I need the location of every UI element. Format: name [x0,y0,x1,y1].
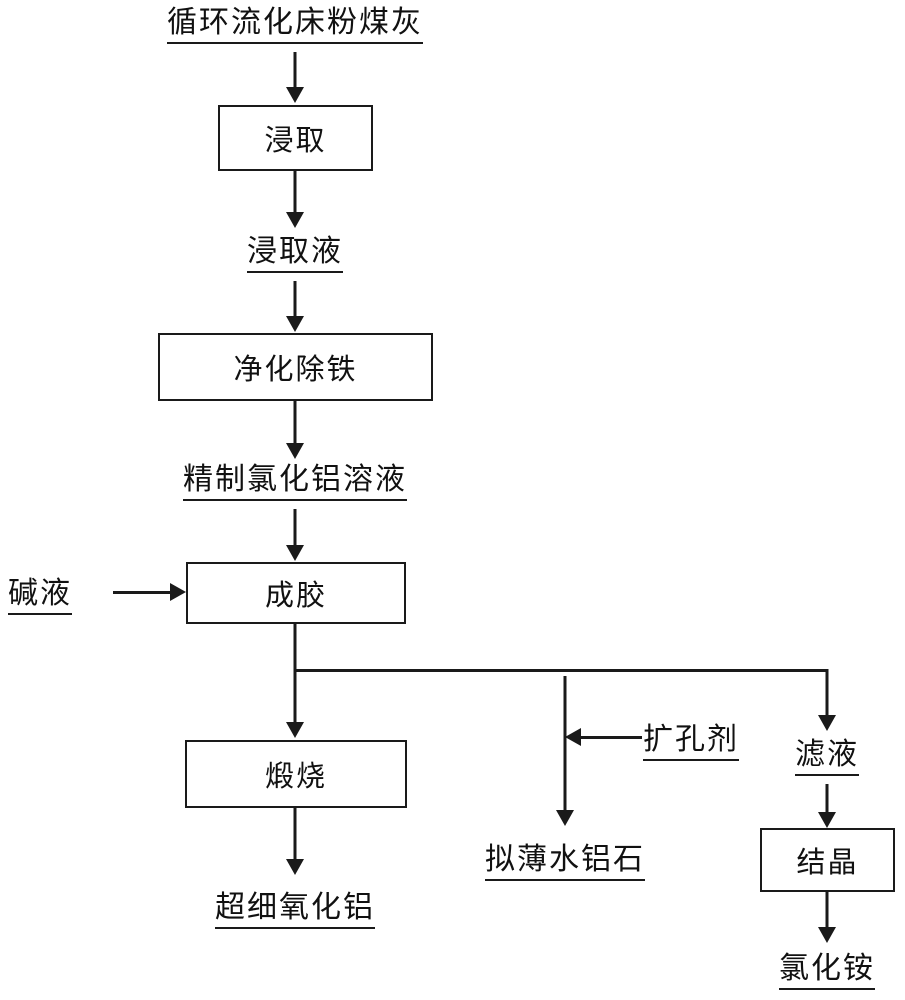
node-feedstock: 循环流化床粉煤灰 [167,5,423,44]
connector-alkali-to-gelation [113,591,173,594]
arrowhead-calcination-to-ultrafine-alumina [286,859,304,875]
arrowhead-bus-to-calcination [286,722,304,738]
connector-leaching-to-leachate [293,171,297,213]
node-refined-solution: 精制氯化铝溶液 [183,462,407,501]
connector-purification-to-refined-solution [293,401,297,445]
node-crystallization[interactable]: 结晶 [760,828,895,892]
node-purification[interactable]: 净化除铁 [158,333,433,401]
node-ultrafine-alumina: 超细氧化铝 [215,890,375,929]
connector-crystallization-to-ammonium-chloride [825,892,829,930]
connector-filtrate-to-crystallization [825,784,829,816]
node-pseudoboehmite: 拟薄水铝石 [485,842,645,881]
node-filtrate: 滤液 [795,737,859,776]
connector-split-bus [294,669,828,672]
arrowhead-leachate-to-purification [286,316,304,332]
arrowhead-refined-solution-to-gelation [286,545,304,561]
arrowhead-bus-to-pseudoboehmite [556,810,574,826]
arrowhead-bus-to-filtrate [818,715,836,731]
node-calcination[interactable]: 煅烧 [185,740,407,808]
connector-gelation-stem [293,624,297,672]
connector-bus-to-filtrate [825,669,829,717]
arrowhead-pore-expander-to-branch [565,728,581,746]
arrowhead-feedstock-to-leaching [286,87,304,103]
connector-calcination-to-ultrafine-alumina [293,808,297,862]
node-alkali: 碱液 [8,576,72,615]
node-ammonium-chloride: 氯化铵 [779,951,875,990]
arrowhead-alkali-to-gelation [170,583,186,601]
node-leachate: 浸取液 [247,234,343,273]
connector-feedstock-to-leaching [293,52,297,88]
arrowhead-filtrate-to-crystallization [818,812,836,828]
connector-bus-to-calcination [293,669,297,724]
node-pore-expander: 扩孔剂 [643,722,739,761]
connector-pore-expander-to-branch [578,736,642,739]
node-leaching[interactable]: 浸取 [218,105,373,171]
arrowhead-purification-to-refined-solution [286,443,304,459]
node-gelation[interactable]: 成胶 [186,562,406,624]
arrowhead-crystallization-to-ammonium-chloride [818,927,836,943]
connector-refined-solution-to-gelation [293,509,297,546]
connector-leachate-to-purification [293,281,297,317]
arrowhead-leaching-to-leachate [286,212,304,228]
